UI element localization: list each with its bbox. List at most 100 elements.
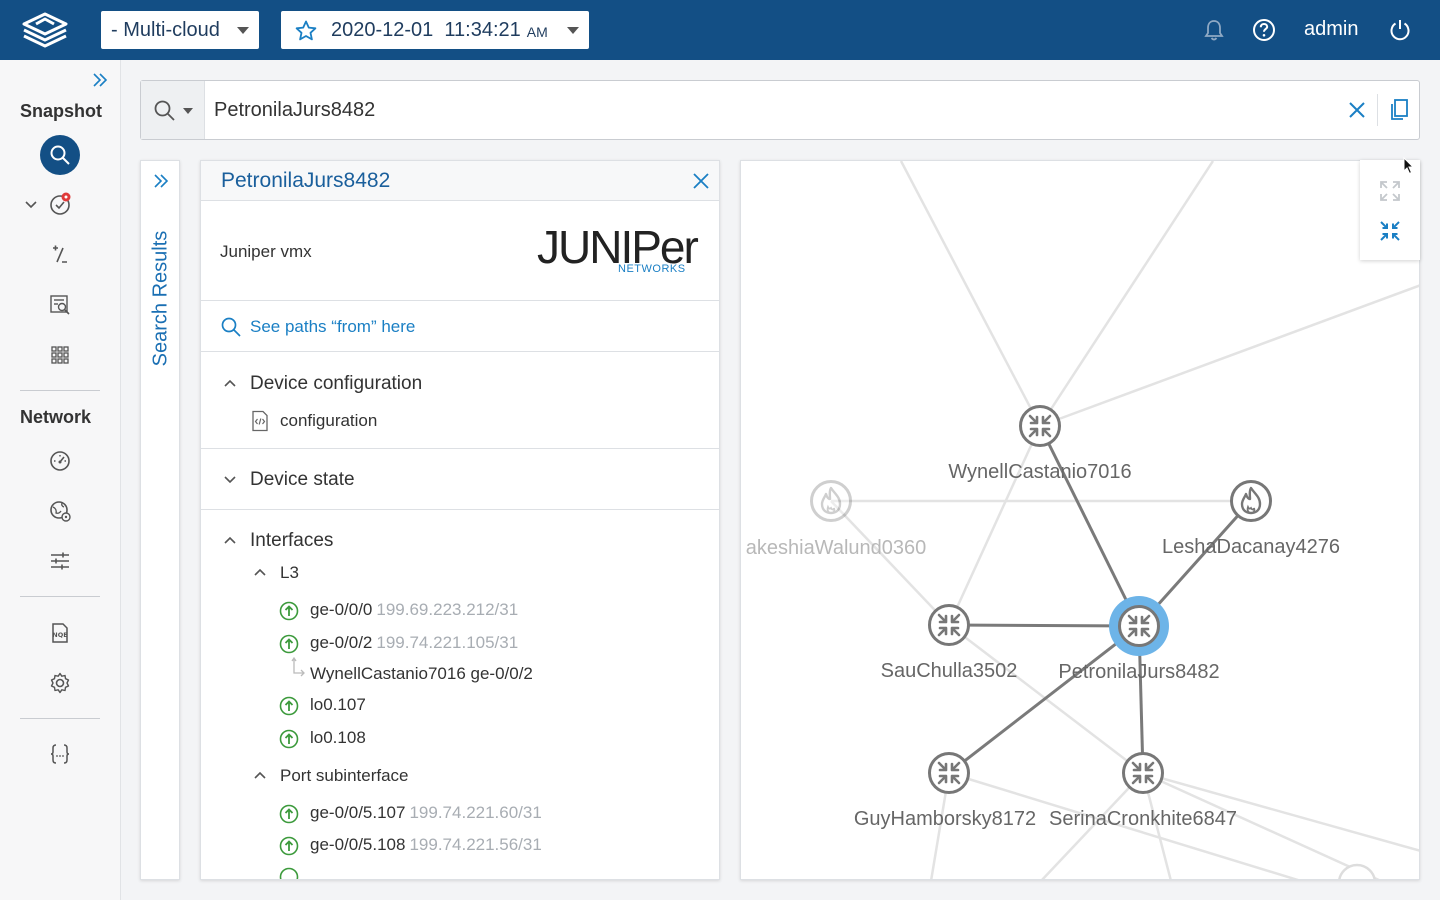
interface-name: ge-0/0/0 [310, 600, 373, 619]
search-icon [221, 317, 241, 337]
search-bar: PetronilaJurs8482 [140, 80, 1420, 140]
snapshot-date: 2020-12-01 11:34:21 [331, 18, 521, 41]
chevron-down-icon [237, 27, 249, 34]
port-subinterface-group-header[interactable]: Port subinterface [280, 766, 409, 785]
search-results-collapsed: Search Results [140, 160, 180, 880]
network-select-value: - Multi-cloud [111, 18, 220, 41]
configuration-link[interactable]: configuration [280, 411, 378, 430]
mouse-cursor-icon [1403, 157, 1415, 175]
router-node-petronila[interactable] [1118, 605, 1160, 647]
device-vendor-model: Juniper vmx [220, 242, 312, 261]
chevron-down-icon[interactable] [223, 475, 237, 485]
sliders-icon[interactable] [48, 549, 72, 573]
node-label: akeshiaWalund0360 [746, 537, 927, 559]
app-logo-icon[interactable] [18, 10, 72, 52]
rail-divider [20, 718, 100, 719]
device-configuration-header[interactable]: Device configuration [250, 373, 423, 394]
topology-edges-background [830, 161, 1419, 879]
search-nav-button[interactable] [40, 135, 80, 175]
interface-address: 199.69.223.212/31 [376, 600, 519, 619]
divider [201, 300, 719, 301]
interface-up-icon [279, 867, 299, 879]
device-title: PetronilaJurs8482 [221, 169, 391, 192]
interface-up-icon [279, 634, 299, 654]
interface-name: lo0.107 [310, 695, 366, 714]
snapshot-select[interactable]: 2020-12-01 11:34:21 AM [281, 11, 589, 49]
chevron-up-icon[interactable] [253, 567, 267, 577]
search-list-icon[interactable] [48, 293, 72, 317]
star-icon[interactable] [294, 19, 318, 43]
divider [201, 448, 719, 449]
firewall-node-lakeshia[interactable] [810, 480, 852, 522]
chevron-up-icon[interactable] [223, 378, 237, 388]
router-node-sau[interactable] [928, 604, 970, 646]
node-label: LeshaDacanay4276 [1162, 536, 1340, 558]
search-divider [1377, 94, 1378, 126]
topology-canvas[interactable]: WynellCastanio7016 akeshiaWalund0360 Les… [740, 160, 1420, 880]
apps-grid-icon[interactable] [48, 343, 72, 367]
l3-group-header[interactable]: L3 [280, 563, 299, 582]
interface-row[interactable]: lo0.107 [279, 695, 679, 717]
interfaces-header[interactable]: Interfaces [250, 530, 334, 551]
offscreen-node[interactable] [1338, 863, 1376, 880]
search-icon [154, 100, 175, 121]
divider [201, 509, 719, 510]
device-state-header[interactable]: Device state [250, 469, 355, 490]
node-label: WynellCastanio7016 [948, 461, 1131, 483]
interface-row[interactable]: lo0.108 [279, 728, 679, 750]
chevron-up-icon[interactable] [223, 535, 237, 545]
copy-icon[interactable] [1388, 98, 1410, 122]
close-icon[interactable] [692, 172, 710, 190]
help-icon[interactable] [1252, 18, 1276, 42]
search-results-tab-label: Search Results [149, 230, 172, 367]
router-node-guy[interactable] [928, 752, 970, 794]
collapse-view-icon[interactable] [1379, 220, 1401, 242]
interface-up-icon [279, 804, 299, 824]
chevron-up-icon[interactable] [253, 770, 267, 780]
search-input[interactable]: PetronilaJurs8482 [214, 99, 376, 121]
dashboard-gauge-icon[interactable] [48, 449, 72, 473]
topology-graph[interactable]: WynellCastanio7016 akeshiaWalund0360 Les… [741, 161, 1420, 880]
router-node-serina[interactable] [1122, 752, 1164, 794]
fit-to-screen-icon[interactable] [1379, 180, 1401, 202]
clear-search-icon[interactable] [1348, 101, 1366, 119]
router-node-wynell[interactable] [1019, 405, 1061, 447]
expand-rail-icon[interactable] [91, 72, 109, 88]
juniper-logo-sub: NETWORKS [618, 263, 686, 275]
firewall-node-lesha[interactable] [1230, 480, 1272, 522]
network-select[interactable]: - Multi-cloud [101, 11, 259, 49]
interface-address: 199.74.221.105/31 [376, 633, 519, 652]
verify-checks-icon[interactable] [48, 192, 72, 216]
node-label: SerinaCronkhite6847 [1049, 808, 1237, 830]
divider [201, 351, 719, 352]
interface-name: lo0.108 [310, 728, 366, 747]
neighbor-interface-link[interactable]: WynellCastanio7016 ge-0/0/2 [310, 664, 533, 683]
expand-panel-icon[interactable] [152, 173, 170, 189]
neighbor-link-icon [291, 656, 305, 677]
top-bar: - Multi-cloud 2020-12-01 11:34:21 AM adm… [0, 0, 1440, 60]
search-scope-dropdown[interactable] [141, 81, 205, 139]
interface-up-icon [279, 836, 299, 856]
nqe-query-icon[interactable]: NQE [48, 621, 72, 645]
interface-name: ge-0/0/5.107 [310, 803, 406, 822]
gear-icon[interactable] [48, 671, 72, 695]
globe-settings-icon[interactable] [48, 499, 72, 523]
bell-icon[interactable] [1203, 18, 1225, 42]
diff-icon[interactable] [48, 243, 72, 267]
rail-divider [20, 390, 100, 391]
api-braces-icon[interactable] [48, 742, 72, 766]
power-icon[interactable] [1388, 18, 1412, 42]
rail-divider [20, 596, 100, 597]
config-file-icon [252, 410, 268, 432]
search-results-tab[interactable]: Search Results [147, 221, 175, 381]
interface-address: 199.74.221.56/31 [409, 835, 542, 854]
juniper-logo-text: JUNIPer [537, 221, 699, 273]
node-label: GuyHamborsky8172 [854, 808, 1036, 830]
chevron-down-icon[interactable] [24, 199, 38, 211]
see-paths-link[interactable]: See paths “from” here [250, 317, 416, 336]
user-menu[interactable]: admin [1304, 18, 1359, 40]
